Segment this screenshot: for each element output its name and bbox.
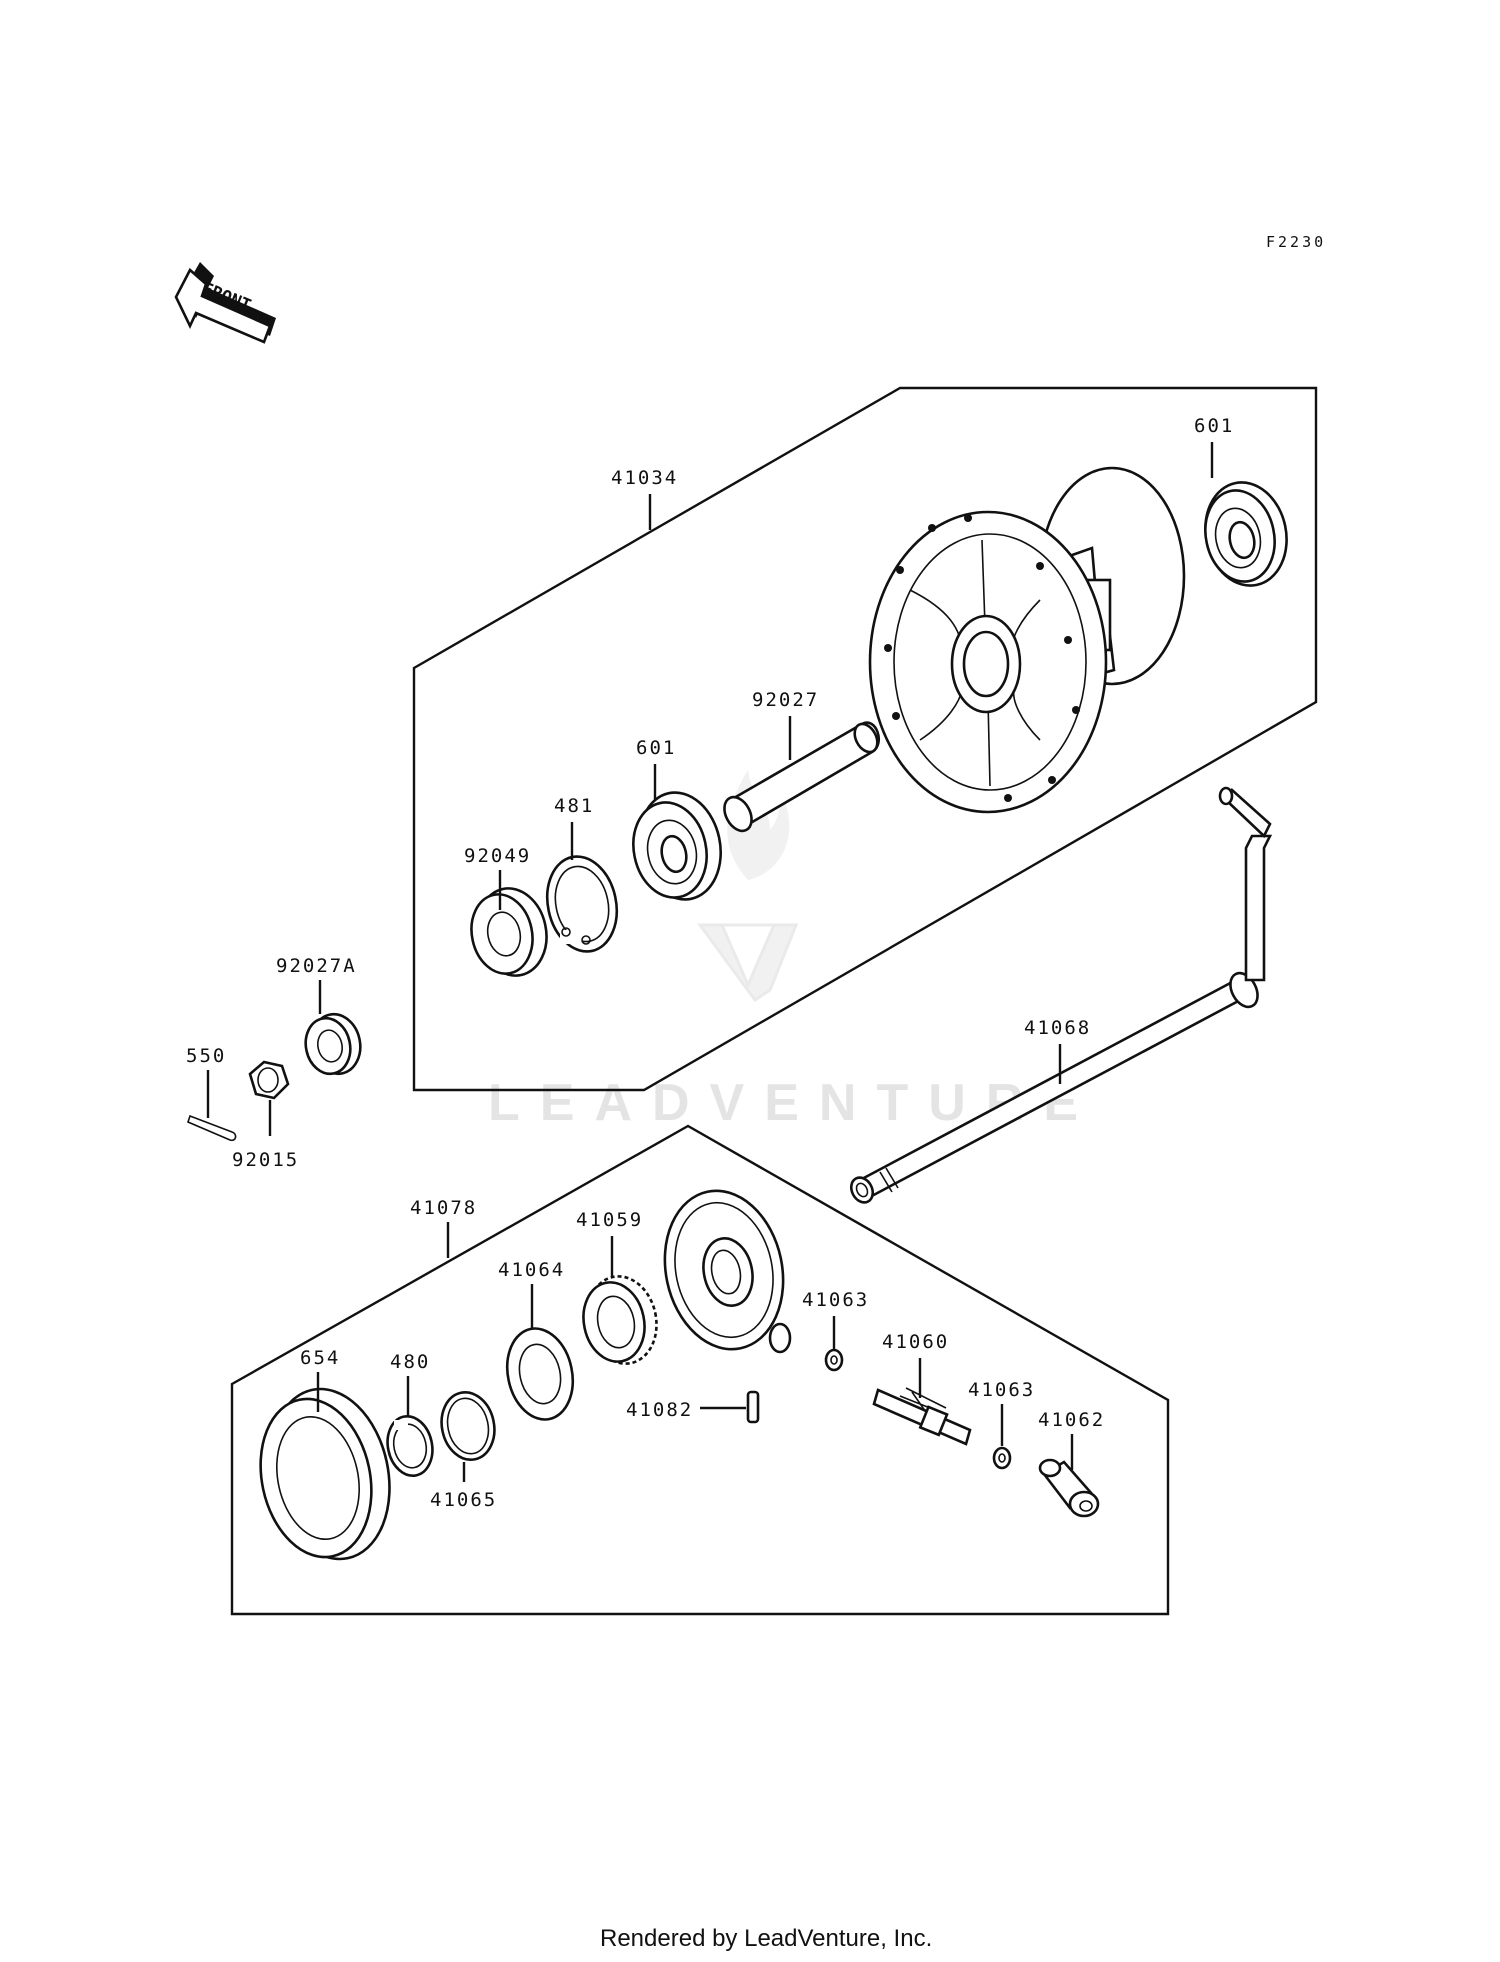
pinion-41060 (872, 1387, 972, 1446)
callout-481: 481 (554, 795, 594, 817)
washer-41063-a (824, 1348, 844, 1372)
callout-601-left: 601 (636, 737, 676, 759)
snap-ring-480 (386, 1415, 434, 1477)
callout-92049: 92049 (464, 845, 531, 867)
right-bearing-601 (1204, 481, 1288, 587)
callout-41063-b: 41063 (968, 1379, 1035, 1401)
ring-41065 (440, 1391, 496, 1461)
brake-panel (663, 1189, 792, 1354)
seal-654 (259, 1387, 391, 1561)
collar-92027A (304, 1012, 362, 1076)
hub-assembly-frame (412, 386, 1318, 1092)
pin-41082 (746, 1390, 760, 1424)
callout-41068: 41068 (1024, 1017, 1091, 1039)
fitting-41062 (1038, 1458, 1100, 1518)
axle-41068 (849, 786, 1273, 1204)
wheel-hub (868, 466, 1186, 814)
callout-654: 654 (300, 1347, 340, 1369)
callout-480: 480 (390, 1351, 430, 1373)
callout-92027: 92027 (752, 689, 819, 711)
washer-41063-b (992, 1446, 1012, 1470)
diagram-ref-code: F2230 (1266, 233, 1326, 251)
left-bearing-601 (632, 791, 723, 901)
drive-plate-41064 (505, 1327, 575, 1421)
callout-41062: 41062 (1038, 1409, 1105, 1431)
callout-601-right: 601 (1194, 415, 1234, 437)
callout-41064: 41064 (498, 1259, 565, 1281)
callout-41078: 41078 (410, 1197, 477, 1219)
cotter-pin-550 (187, 1114, 237, 1142)
seal-92049 (470, 887, 548, 977)
footer-credit: Rendered by LeadVenture, Inc. (600, 1925, 932, 1952)
axle-nut-92015 (248, 1060, 290, 1100)
gear-41059 (582, 1275, 658, 1365)
callout-92027A: 92027A (276, 955, 357, 977)
front-arrow-icon: FRONT (174, 262, 276, 344)
spacer-tube-92027 (723, 721, 880, 833)
callout-41063-a: 41063 (802, 1289, 869, 1311)
callout-41060: 41060 (882, 1331, 949, 1353)
callout-550: 550 (186, 1045, 226, 1067)
circlip-481 (545, 855, 619, 953)
callout-41065: 41065 (430, 1489, 497, 1511)
brake-panel-frame (230, 1124, 1170, 1616)
callout-41034: 41034 (611, 467, 678, 489)
callout-92015: 92015 (232, 1149, 299, 1171)
callout-41059: 41059 (576, 1209, 643, 1231)
callout-41082: 41082 (626, 1399, 693, 1421)
